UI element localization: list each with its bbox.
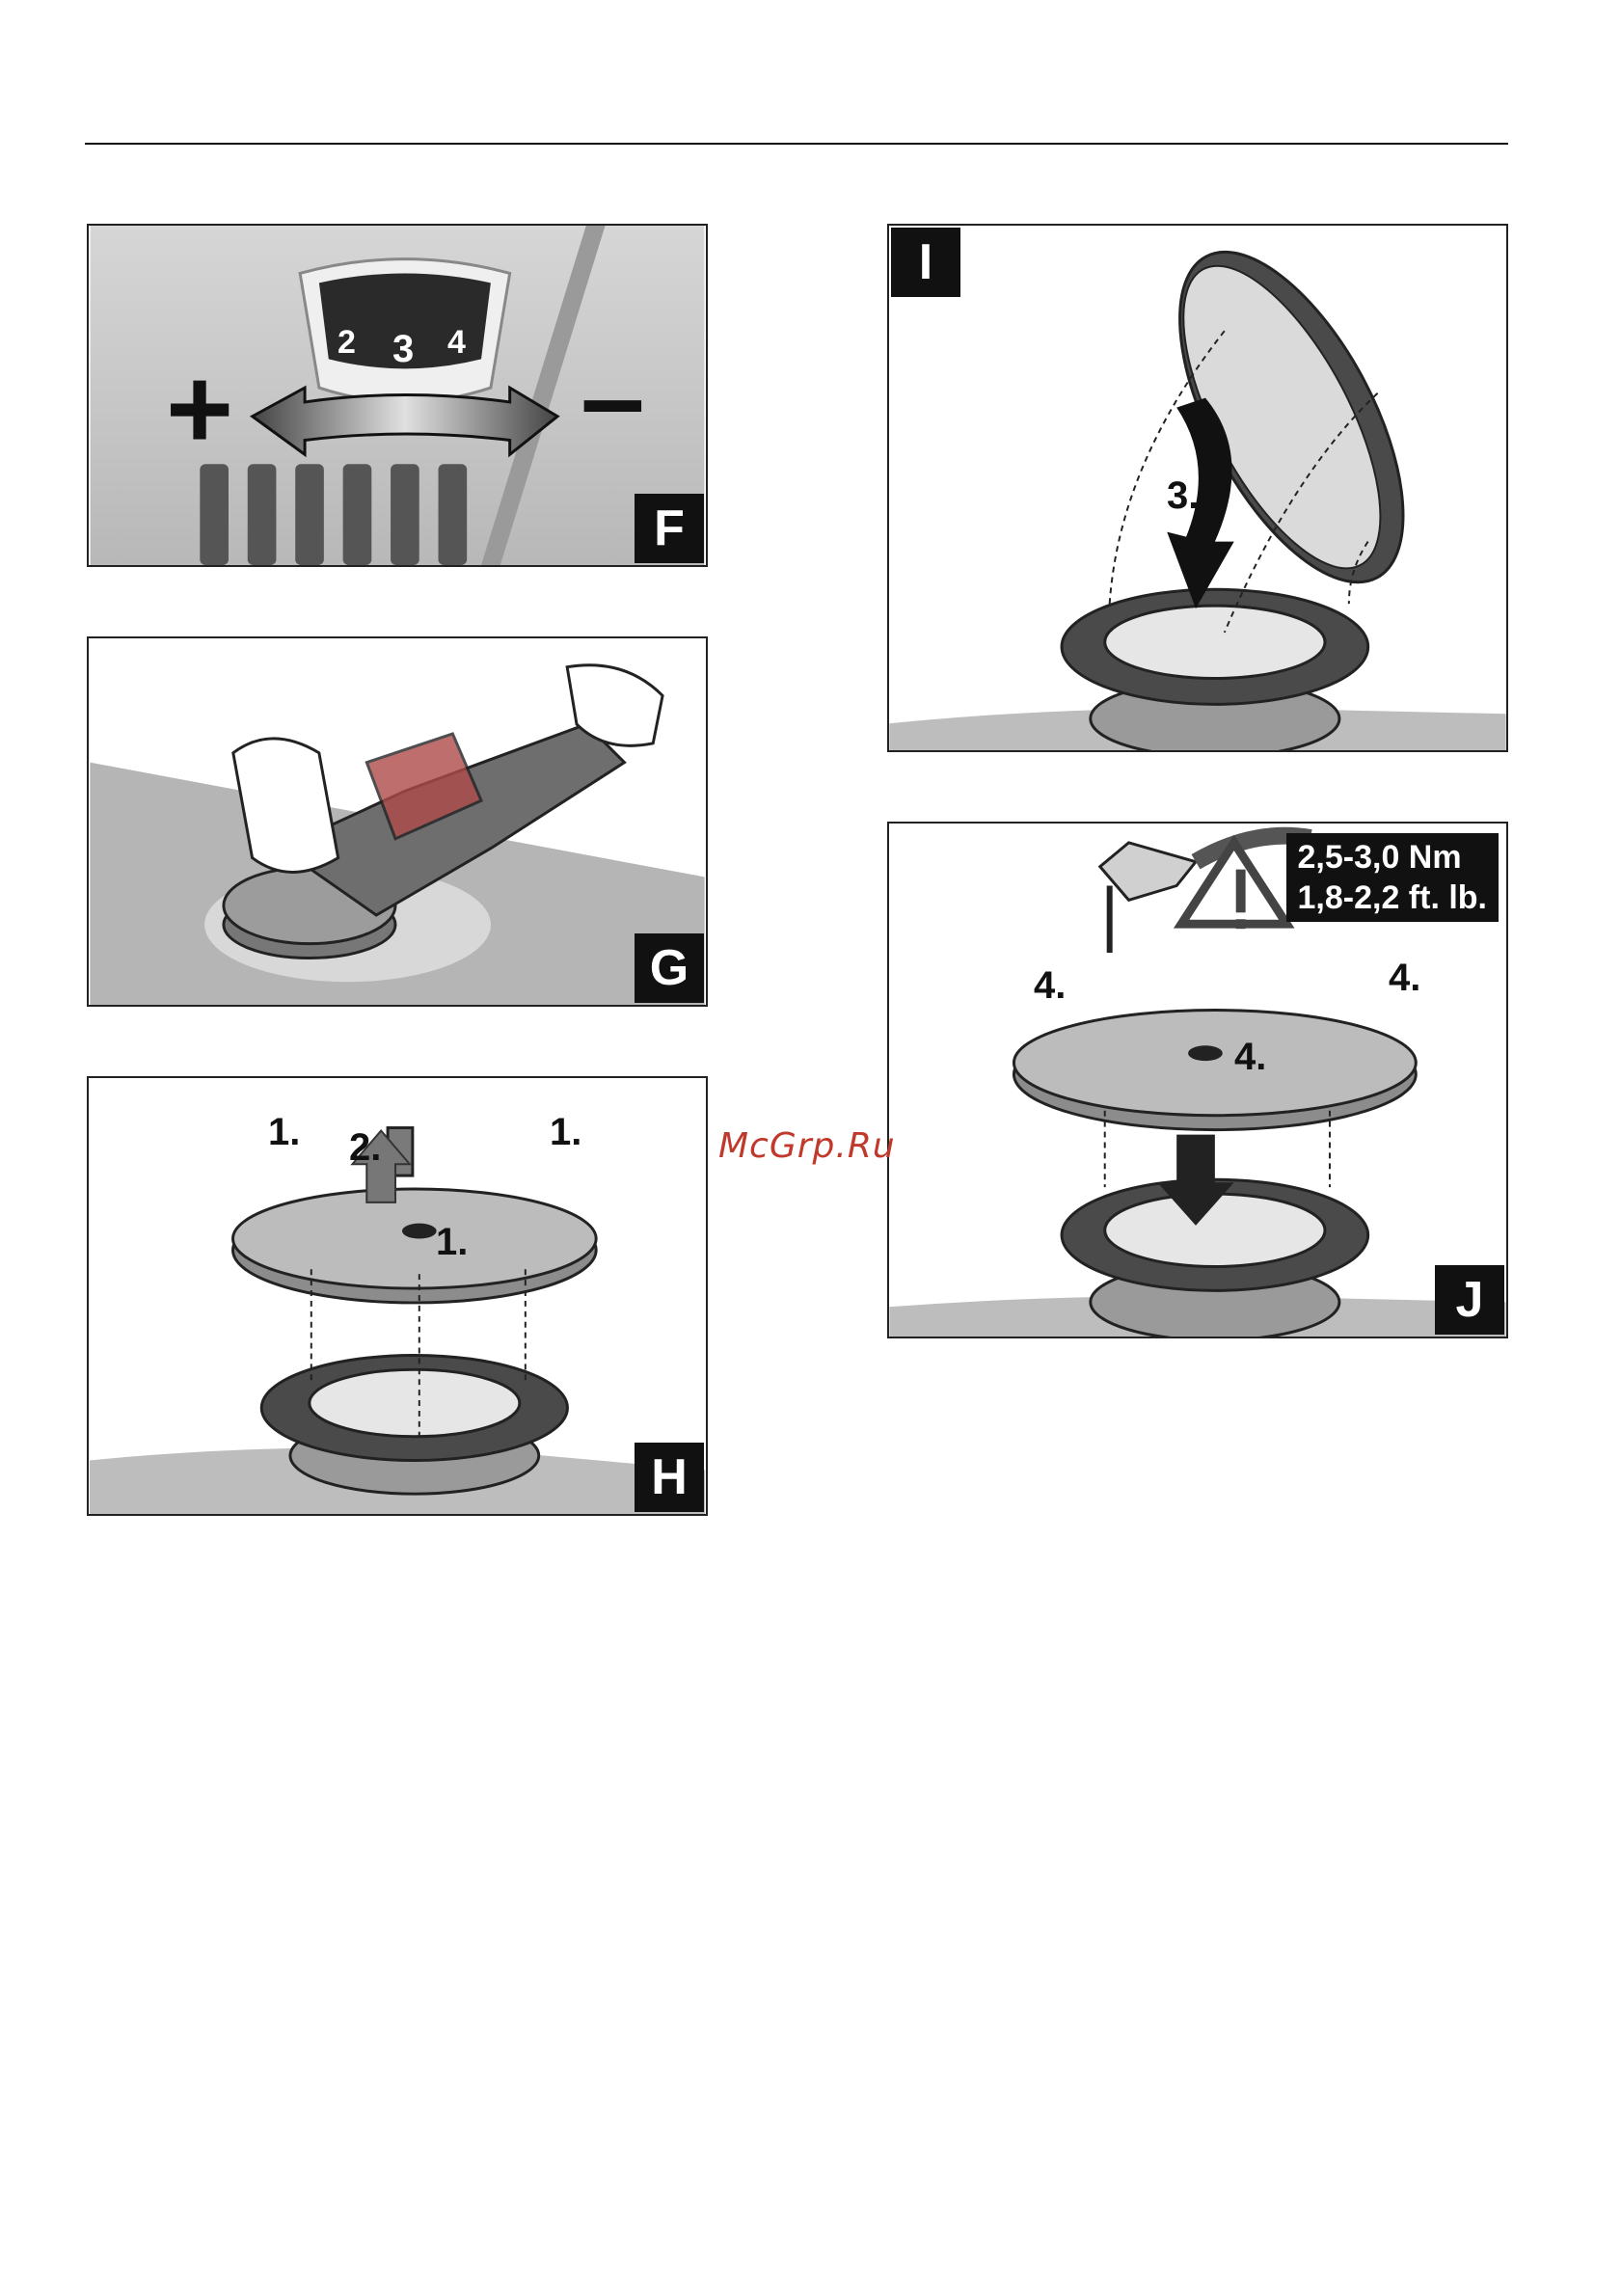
watermark: McGrp.Ru [718,1126,896,1166]
torque-spec: 2,5-3,0 Nm 1,8-2,2 ft. lb. [1286,833,1499,922]
dial-number-3: 3 [392,330,414,368]
step-2: 2. [349,1128,381,1167]
plus-sign: + [166,351,233,467]
figure-label-g: G [635,933,704,1003]
dial-number-2: 2 [338,326,356,359]
figure-label-j: J [1435,1265,1504,1335]
figure-label-h: H [635,1443,704,1512]
figure-g-illustration [89,638,706,1005]
minus-sign: – [581,339,645,455]
figure-h-illustration [89,1078,706,1514]
step-4-right: 4. [1389,959,1420,997]
figure-i: 3. I [887,224,1508,752]
step-3: 3. [1167,476,1199,515]
figure-label-i: I [891,228,960,297]
step-1-left: 1. [268,1113,300,1151]
step-1-right: 1. [550,1113,581,1151]
torque-ftlb: 1,8-2,2 ft. lb. [1298,878,1488,918]
torque-nm: 2,5-3,0 Nm [1298,837,1488,878]
step-4-center: 4. [1234,1038,1266,1076]
figure-j: 4. 4. 4. 2,5-3,0 Nm 1,8-2,2 ft. lb. J [887,822,1508,1338]
dial-number-4: 4 [447,326,466,359]
header-rule [85,143,1508,145]
figure-h: 1. 2. 1. 1. H [87,1076,708,1516]
step-1-center: 1. [436,1223,468,1261]
figure-f: 2 3 4 + – F [87,224,708,567]
figure-label-f: F [635,494,704,563]
step-4-left: 4. [1034,966,1066,1005]
figure-g: G [87,636,708,1007]
